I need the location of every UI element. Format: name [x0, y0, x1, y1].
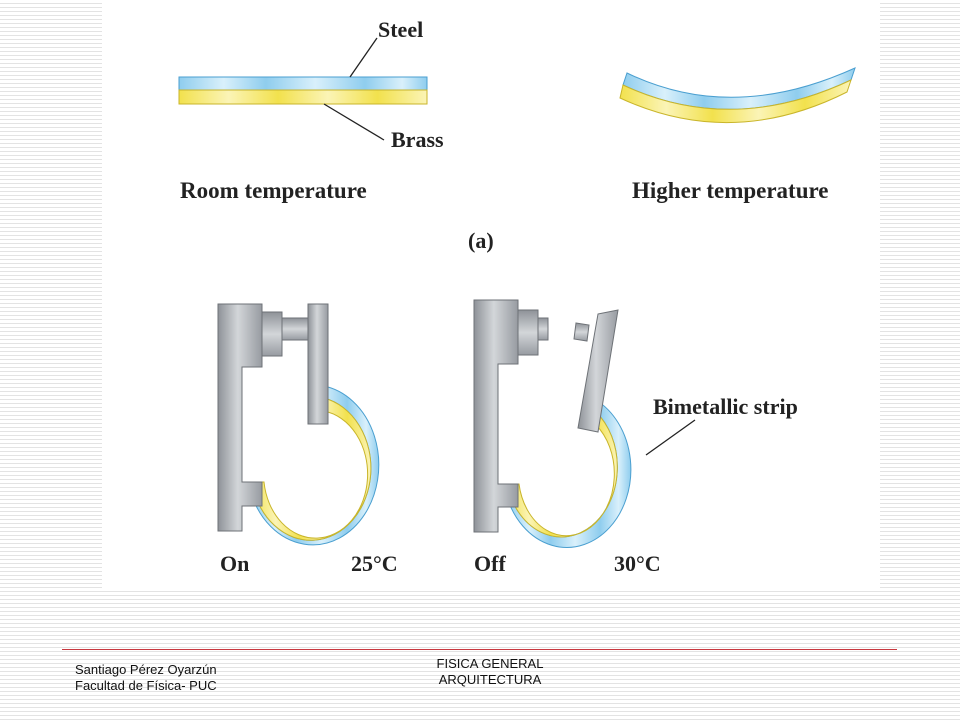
footer-divider [62, 649, 897, 650]
footer-course-line2: ARQUITECTURA [438, 672, 542, 687]
steel-layer [178, 76, 428, 91]
part-a-label: (a) [468, 228, 494, 253]
on-contact-right [281, 317, 309, 341]
brass-leader-line [323, 103, 385, 141]
higher-temperature-label: Higher temperature [632, 178, 829, 203]
footer-author-block: Santiago Pérez Oyarzún Facultad de Físic… [75, 662, 217, 694]
bent-brass-layer [619, 79, 852, 123]
off-label: Off [474, 551, 506, 576]
on-frame [217, 303, 263, 532]
off-bimetal-outer [506, 399, 632, 548]
steel-leader-line [349, 37, 378, 78]
temp-off-label: 30°C [614, 551, 661, 576]
footer-faculty: Facultad de Física- PUC [75, 678, 217, 693]
on-contact-left [261, 311, 283, 357]
thermostat-on [217, 303, 380, 546]
footer-author: Santiago Pérez Oyarzún [75, 662, 217, 677]
bimetallic-strip-leader-line [645, 419, 696, 456]
off-frame [473, 299, 519, 533]
off-contact-right [537, 317, 549, 341]
off-small-contact [573, 322, 590, 342]
footer-course-line1: FISICA GENERAL [436, 656, 544, 671]
off-tilted-arm [577, 309, 619, 433]
brass-label: Brass [391, 127, 444, 152]
bimetallic-diagram: Steel Brass Room temperature Higher temp… [178, 17, 856, 576]
bimetallic-strip-label: Bimetallic strip [653, 394, 798, 419]
on-label: On [220, 551, 249, 576]
on-contact-arm [307, 303, 329, 425]
off-contact-left [517, 309, 539, 356]
figure-panel: Steel Brass Room temperature Higher temp… [102, 0, 880, 588]
brass-layer [178, 89, 428, 105]
bent-bimetal-strip [619, 67, 856, 123]
straight-bimetal-strip [178, 76, 428, 105]
thermostat-off [473, 299, 632, 548]
temp-on-label: 25°C [351, 551, 398, 576]
steel-label: Steel [378, 17, 423, 42]
footer-course-block: FISICA GENERAL ARQUITECTURA [405, 656, 575, 688]
room-temperature-label: Room temperature [180, 178, 367, 203]
